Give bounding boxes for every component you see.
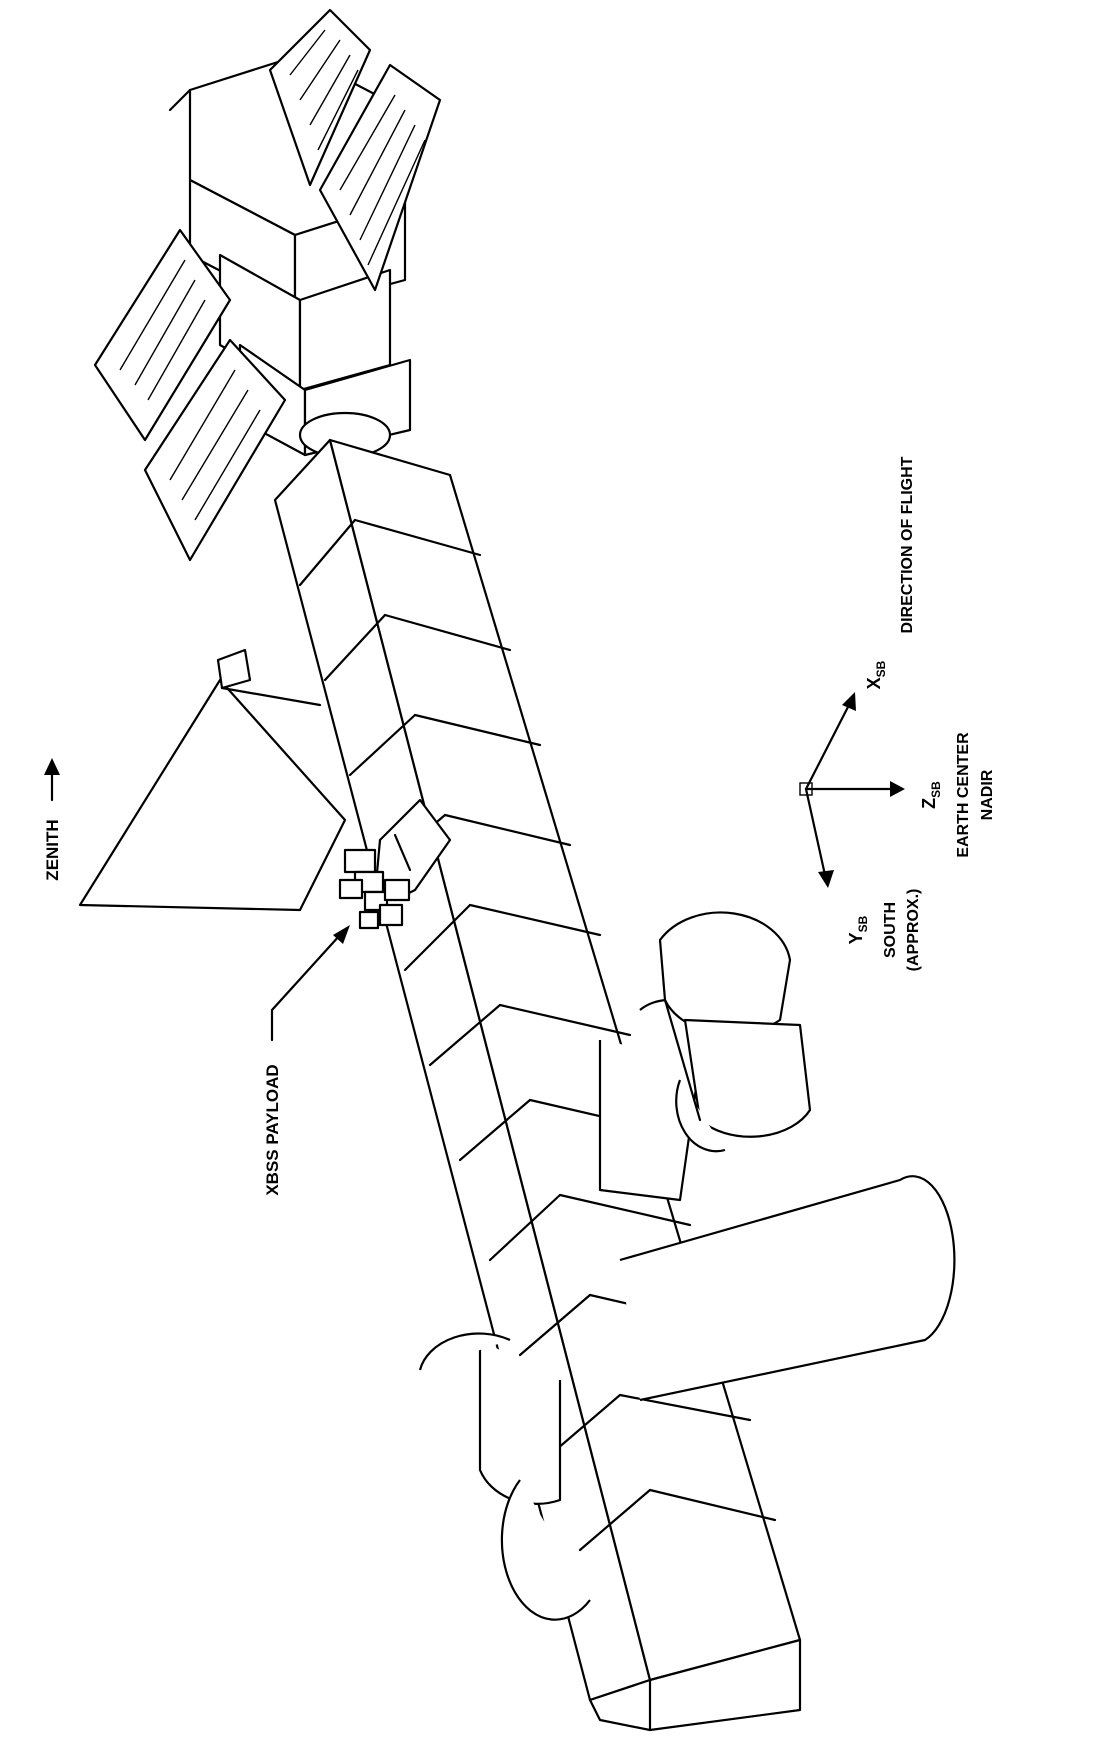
direction-label: DIRECTION OF FLIGHT <box>899 456 916 633</box>
zenith-label: ZENITH <box>43 819 62 880</box>
z-axis-label-group: ZSB EARTH CENTER NADIR <box>919 732 996 858</box>
approx-label: (APPROX.) <box>905 889 922 972</box>
solar-panel-lower-a <box>93 228 232 442</box>
x-axis-label-group: XSB DIRECTION OF FLIGHT <box>864 456 916 689</box>
solar-panel-upper-a <box>268 8 372 187</box>
x-axis-label: XSB <box>864 660 888 689</box>
radiator-panel <box>78 648 347 912</box>
payload-label: XBSS PAYLOAD <box>263 1064 282 1195</box>
zenith-indicator: ZENITH <box>43 758 62 881</box>
solar-panel-upper-b <box>318 63 442 292</box>
y-axis-label-group: YSB SOUTH (APPROX.) <box>846 889 922 972</box>
solar-array-module <box>93 8 442 562</box>
lower-modules <box>418 911 956 1621</box>
solar-panel-lower-b <box>143 338 287 562</box>
y-axis-label: YSB <box>846 915 870 944</box>
z-axis-label: ZSB <box>919 781 943 809</box>
nadir-label: NADIR <box>979 769 996 820</box>
south-label: SOUTH <box>882 902 899 958</box>
axis-triad <box>799 692 905 888</box>
payload-callout: XBSS PAYLOAD <box>263 925 350 1196</box>
earth-center-label: EARTH CENTER <box>955 732 972 858</box>
xbss-payload <box>338 798 452 930</box>
